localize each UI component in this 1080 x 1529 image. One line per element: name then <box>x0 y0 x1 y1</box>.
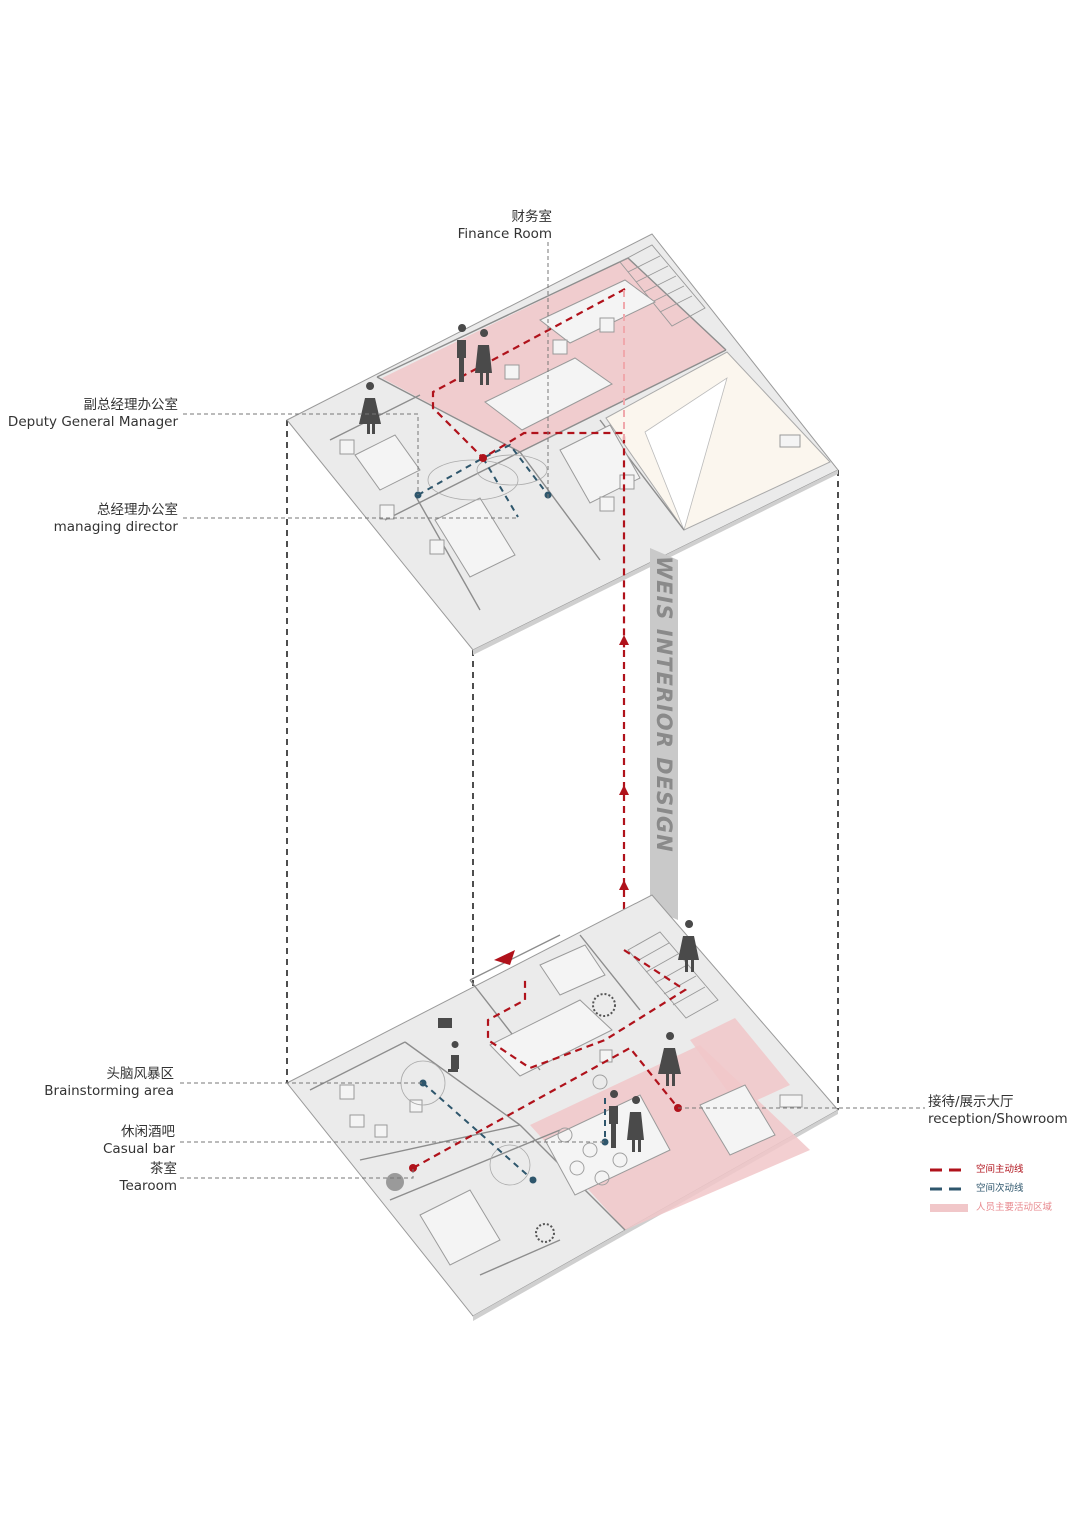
label-managing-director: 总经理办公室 managing director <box>0 502 178 536</box>
legend-zone-swatch <box>930 1204 968 1212</box>
upper-furniture <box>339 279 801 578</box>
leader-lines <box>180 242 925 1179</box>
upper-secondary-path <box>417 443 549 496</box>
legend-secondary-label: 空间次动线 <box>976 1183 1024 1194</box>
lower-secondary-node-c <box>601 1138 609 1146</box>
lower-people <box>438 920 699 1152</box>
upper-floor-plan <box>286 233 839 655</box>
upper-stairs <box>619 244 706 327</box>
lower-floor-plan <box>286 894 839 1321</box>
lower-stairs <box>627 931 719 1019</box>
watermark-text: WEIS INTERIOR DESIGN <box>652 556 676 853</box>
upper-atrium-shade <box>644 377 728 532</box>
lower-primary-node-a <box>409 1164 417 1172</box>
path-arrow-2 <box>619 785 629 795</box>
lower-secondary-node-b <box>529 1176 537 1184</box>
upper-people <box>359 324 492 434</box>
legend-zone-label: 人员主要活动区域 <box>976 1202 1053 1213</box>
upper-door-swing <box>427 459 519 501</box>
label-tearoom: 茶室 Tearoom <box>0 1161 177 1195</box>
label-deputy-manager: 副总经理办公室 Deputy General Manager <box>0 397 178 431</box>
legend-primary-label: 空间主动线 <box>976 1164 1024 1175</box>
label-tearoom-cn: 茶室 <box>150 1161 177 1177</box>
label-brainstorming: 头脑风暴区 Brainstorming area <box>0 1066 174 1100</box>
label-finance-cn: 财务室 <box>511 209 553 225</box>
label-reception-cn: 接待/展示大厅 <box>928 1094 1014 1110</box>
label-bar-cn: 休闲酒吧 <box>121 1124 175 1140</box>
label-deputy-cn: 副总经理办公室 <box>83 397 179 413</box>
label-finance-en: Finance Room <box>457 226 552 242</box>
label-finance-room: 财务室 Finance Room <box>420 209 552 243</box>
label-bar-en: Casual bar <box>103 1141 175 1157</box>
upper-atrium-void <box>605 351 831 531</box>
legend-swatches <box>930 1168 968 1212</box>
label-tearoom-en: Tearoom <box>119 1178 177 1194</box>
tearoom-table <box>386 1173 404 1191</box>
central-shaft <box>650 548 678 920</box>
label-reception: 接待/展示大厅 reception/Showroom <box>928 1094 1078 1128</box>
upper-secondary-path-b <box>482 457 519 518</box>
lower-secondary-node-a <box>419 1079 427 1087</box>
entry-arrow <box>494 950 515 965</box>
path-arrow-3 <box>619 880 629 890</box>
lower-door-swing-2 <box>489 1144 531 1186</box>
label-deputy-en: Deputy General Manager <box>7 414 178 430</box>
label-director-cn: 总经理办公室 <box>97 502 178 518</box>
upper-door-swing-2 <box>476 454 548 486</box>
plant-2 <box>535 1223 555 1243</box>
lower-round-tables <box>557 1074 628 1186</box>
lower-activity-zone-2 <box>690 1018 790 1108</box>
plant-1 <box>592 993 616 1017</box>
lower-secondary-path-a <box>422 1082 534 1181</box>
label-reception-en: reception/Showroom <box>928 1111 1068 1127</box>
label-brainstorm-en: Brainstorming area <box>44 1083 174 1099</box>
upper-primary-node <box>479 454 487 462</box>
label-casual-bar: 休闲酒吧 Casual bar <box>0 1124 175 1158</box>
lower-primary-path-main <box>486 949 688 1070</box>
label-brainstorm-cn: 头脑风暴区 <box>106 1066 175 1082</box>
path-arrow-1 <box>619 635 629 645</box>
label-director-en: managing director <box>53 519 178 535</box>
